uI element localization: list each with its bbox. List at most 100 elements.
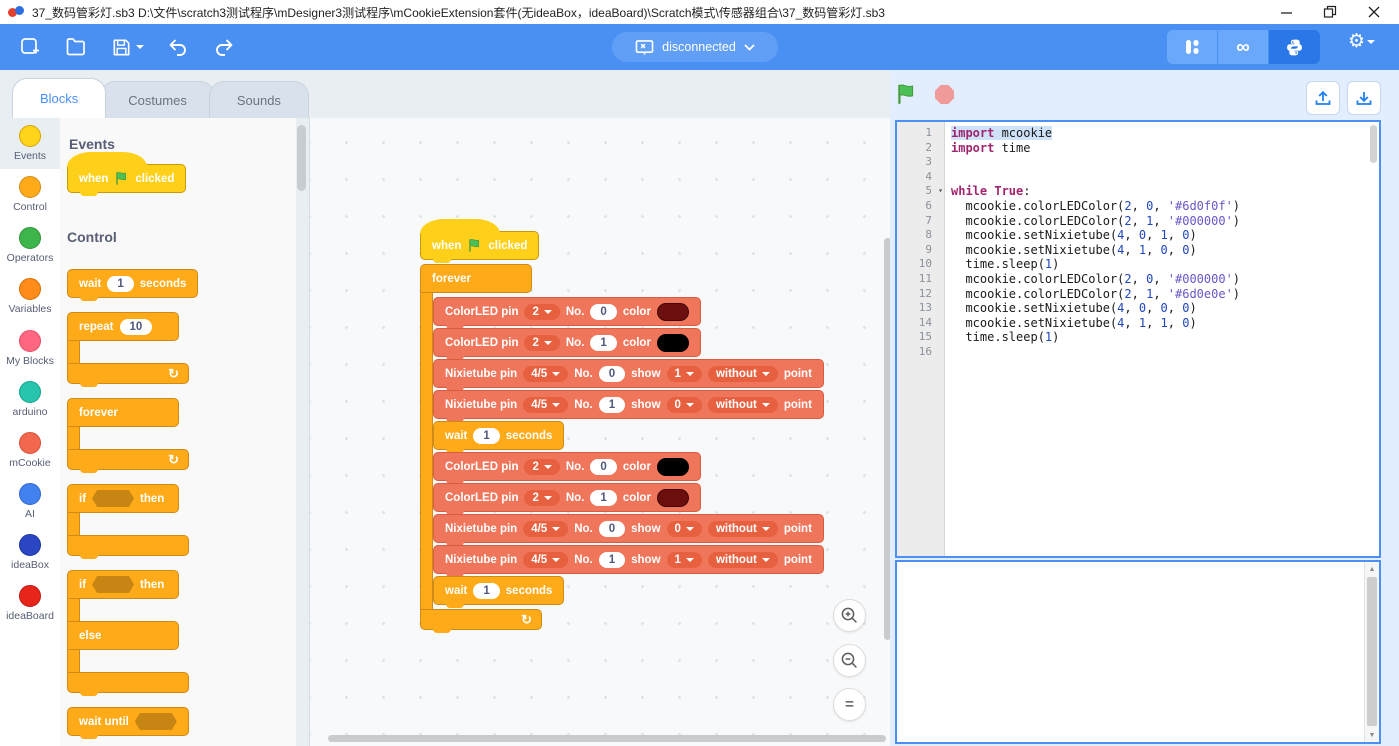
code-line[interactable]: mcookie.colorLEDColor(2, 1, '#000000') — [951, 213, 1241, 228]
dropdown-input[interactable]: 4/5 — [523, 396, 569, 413]
code-scrollbar[interactable] — [1370, 125, 1377, 163]
download-button[interactable] — [1348, 82, 1380, 114]
code-line[interactable] — [951, 345, 1379, 360]
console-scrollbar-thumb[interactable] — [1367, 577, 1377, 726]
dropdown-input[interactable]: without — [707, 520, 778, 537]
boolean-slot[interactable] — [92, 490, 135, 507]
if-then-else-block-foot[interactable] — [67, 672, 189, 696]
tab-costumes[interactable]: Costumes — [100, 81, 215, 118]
sidebar-category-events[interactable]: Events — [0, 118, 60, 170]
green-flag-button[interactable] — [895, 83, 917, 110]
settings-gear-button[interactable]: ⚙ — [1348, 32, 1375, 51]
close-button-icon[interactable] — [1367, 5, 1381, 19]
fold-arrow-icon[interactable]: ▾ — [938, 186, 943, 196]
save-project-icon[interactable] — [110, 36, 144, 59]
zoom-out-button[interactable] — [833, 644, 866, 677]
dropdown-input[interactable]: 4/5 — [523, 551, 569, 568]
palette-scrollbar[interactable] — [297, 125, 306, 191]
restore-button-icon[interactable] — [1323, 5, 1337, 19]
sidebar-category-ideaboard[interactable]: ideaBoard — [0, 578, 60, 629]
code-line[interactable]: mcookie.setNixietube(4, 0, 1, 0) — [951, 228, 1197, 243]
sidebar-category-mcookie[interactable]: mCookie — [0, 425, 60, 476]
dropdown-input[interactable]: 1 — [666, 551, 702, 568]
code-line[interactable]: mcookie.colorLEDColor(2, 0, '#000000') — [951, 271, 1241, 286]
new-project-icon[interactable] — [18, 35, 42, 59]
code-line[interactable]: mcookie.colorLEDColor(2, 1, '#6d0e0e') — [951, 286, 1241, 301]
stop-button[interactable] — [935, 85, 954, 104]
sidebar-category-arduino[interactable]: arduino — [0, 374, 60, 425]
workspace-vertical-scrollbar[interactable] — [884, 238, 890, 640]
forever-block[interactable]: forever ↻ — [67, 398, 189, 473]
value-input[interactable]: 1 — [598, 396, 626, 413]
scroll-down-arrow-icon[interactable]: ▼ — [1368, 731, 1376, 739]
code-line[interactable] — [951, 170, 1379, 185]
save-dropdown-caret-icon[interactable] — [136, 45, 144, 49]
code-line[interactable]: mcookie.setNixietube(4, 1, 1, 0) — [951, 315, 1197, 330]
sidebar-category-ideabox[interactable]: ideaBox — [0, 527, 60, 578]
code-line[interactable]: time.sleep(1) — [951, 330, 1060, 345]
value-input[interactable]: 0 — [598, 520, 626, 537]
connection-status-dropdown[interactable]: disconnected — [612, 32, 778, 62]
minimize-button-icon[interactable] — [1280, 6, 1293, 19]
value-input[interactable]: 0 — [598, 365, 626, 382]
sidebar-category-operators[interactable]: Operators — [0, 220, 60, 271]
code-line[interactable]: mcookie.setNixietube(4, 1, 0, 0) — [951, 242, 1197, 257]
code-line[interactable]: import mcookie — [951, 126, 1053, 140]
undo-icon[interactable] — [166, 36, 190, 58]
open-project-icon[interactable] — [64, 35, 88, 59]
dropdown-input[interactable]: 1 — [666, 365, 702, 382]
zoom-reset-button[interactable]: = — [833, 688, 866, 721]
code-line[interactable]: time.sleep(1) — [951, 257, 1060, 272]
dropdown-input[interactable]: 2 — [524, 303, 560, 320]
else-bar[interactable]: else — [67, 621, 179, 650]
value-input[interactable]: 1 — [473, 582, 500, 599]
repeat-block-foot[interactable]: ↻ — [67, 363, 189, 387]
mode-live-button[interactable]: ∞ — [1218, 30, 1269, 64]
tab-sounds[interactable]: Sounds — [208, 81, 309, 118]
code-line[interactable] — [951, 155, 1379, 170]
mode-python-button[interactable] — [1269, 30, 1320, 64]
console-scrollbar[interactable]: ▲ ▼ — [1364, 562, 1379, 742]
zoom-in-button[interactable] — [833, 599, 866, 632]
dropdown-input[interactable]: 0 — [666, 396, 702, 413]
dropdown-input[interactable]: without — [707, 551, 778, 568]
forever-block-head[interactable]: forever — [67, 398, 179, 427]
sidebar-category-control[interactable]: Control — [0, 169, 60, 220]
wait-until-block[interactable]: wait until — [67, 707, 189, 739]
workspace-horizontal-scrollbar[interactable] — [328, 735, 886, 742]
forever-block-foot[interactable]: ↻ — [67, 449, 189, 473]
value-input[interactable]: 1 — [473, 427, 500, 444]
color-swatch-input[interactable] — [656, 333, 689, 352]
tab-blocks[interactable]: Blocks — [12, 78, 107, 118]
value-input[interactable]: 1 — [107, 275, 134, 292]
redo-icon[interactable] — [212, 36, 236, 58]
color-swatch-input[interactable] — [656, 488, 689, 507]
dropdown-input[interactable]: without — [707, 396, 778, 413]
dropdown-input[interactable]: 2 — [524, 458, 560, 475]
value-input[interactable]: 1 — [590, 489, 617, 506]
code-line[interactable]: mcookie.colorLEDColor(2, 0, '#6d0f0f') — [951, 198, 1241, 213]
code-line[interactable]: import time — [951, 140, 1031, 155]
value-input[interactable]: 10 — [119, 318, 153, 335]
code-line[interactable]: mcookie.setNixietube(4, 0, 0, 0) — [951, 301, 1197, 316]
console-output-panel[interactable]: ▲ ▼ — [895, 560, 1381, 744]
boolean-slot[interactable] — [92, 576, 135, 593]
